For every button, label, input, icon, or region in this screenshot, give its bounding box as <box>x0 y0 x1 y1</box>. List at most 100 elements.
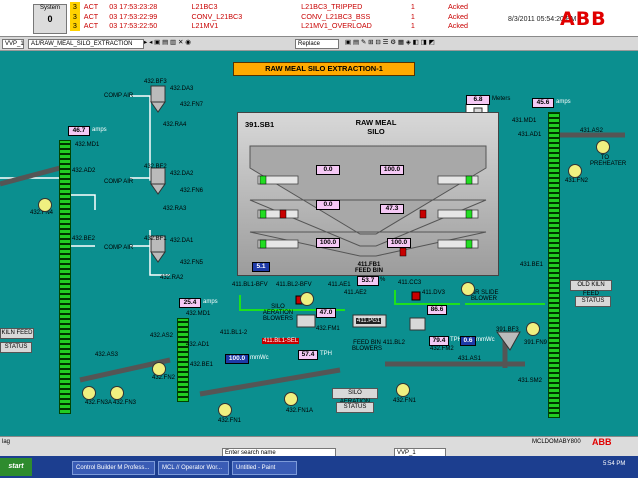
fan-icon[interactable] <box>526 322 540 336</box>
label-411-dv3: 411.DV3 <box>422 290 445 296</box>
fan-icon[interactable] <box>596 140 610 154</box>
value-432-md1b-amps: 25.4 <box>179 298 201 308</box>
feed-bin-blowers-label: FEED BIN BLOWERS <box>351 340 382 352</box>
bucket-elevator-432-be1[interactable] <box>177 318 189 402</box>
label-432-fn1a: 432.FN1A <box>286 408 314 414</box>
alarm-state: Acked <box>448 21 468 30</box>
alarm-severity: 3 <box>70 21 80 31</box>
alarm-type: ACT <box>83 21 99 30</box>
value-airslide-pressure: 0.6 <box>460 336 476 346</box>
label-411-bl1-2: 411.BL1-2 <box>220 330 248 336</box>
fan-icon[interactable] <box>396 383 410 397</box>
taskbar-clock: 5:54 PM <box>603 461 626 467</box>
silo-aeration-status-button[interactable]: STATUS <box>336 402 374 413</box>
system-indicator[interactable]: System 0 <box>33 4 67 34</box>
value-ad1-pct: 5.1 <box>252 262 270 272</box>
replace-select[interactable]: Replace <box>295 39 339 49</box>
silo-level-unit: Meters <box>492 96 511 102</box>
fan-icon[interactable] <box>110 386 124 400</box>
tph-unit: TPH <box>320 351 332 357</box>
label-431-fn2: 431.FN2 <box>565 178 589 184</box>
silo-level-value: 6.8 <box>466 95 490 105</box>
label-432-da3: 432.DA3 <box>170 86 194 92</box>
bucket-elevator-432-be2[interactable] <box>59 140 71 414</box>
silo-name: RAW MEAL SILO <box>355 118 397 136</box>
alarm-count: 1 <box>410 2 415 11</box>
fan-icon[interactable] <box>568 164 582 178</box>
start-button[interactable]: start <box>0 458 32 476</box>
feed-bin-unit: % <box>380 277 386 283</box>
alarm-severity: 3 <box>70 11 80 21</box>
silo-aeration-label: SILO AERATION <box>332 388 378 405</box>
label-411-bl1-sel[interactable]: 411.BL1-SEL <box>262 338 300 344</box>
label-432-bf1: 432.BF1 <box>144 236 167 242</box>
display-path-input[interactable]: A1/RAW_MEAL_SILO_EXTRACTION <box>28 39 144 49</box>
amps-unit: amps <box>203 299 218 305</box>
fan-icon[interactable] <box>38 198 52 212</box>
toolbar-buttons[interactable]: ▸ ◂ ▣ ▤ ▥ ✕ ◉ <box>144 39 191 46</box>
silo-tag: 391.SB1 <box>245 120 275 129</box>
label-432-fm2: 432.FM2 <box>430 346 454 352</box>
tph-unit: TPH <box>450 337 462 343</box>
toolbar-icons[interactable]: ▣ ▤ ✎ ⊞ ⊟ ☰ ⚙ ▦ ◈ ◧ ◨ ◩ <box>345 39 435 46</box>
fan-icon[interactable] <box>218 403 232 417</box>
label-432-as3: 432.AS3 <box>95 352 119 358</box>
alarm-time: 03 17:53:23:28 <box>109 2 158 11</box>
label-432-da2: 432.DA2 <box>170 171 194 177</box>
label-432-da1: 432.DA1 <box>170 238 194 244</box>
system-value: 0 <box>47 14 53 24</box>
alarm-count: 1 <box>410 11 415 21</box>
silo-aeration-blowers-label: SILO AERATION BLOWERS <box>262 304 294 322</box>
label-411-bl1-bfv: 411.BL1-BFV <box>232 282 268 288</box>
fan-icon[interactable] <box>300 292 314 306</box>
value-blower-pressure: 100.0 <box>225 354 249 364</box>
old-kiln-feed-status-button[interactable]: STATUS <box>575 296 611 307</box>
air-slide-blower-label: AIR SLIDE BLOWER <box>469 290 499 302</box>
value-fm1-right: 86.6 <box>427 305 447 315</box>
label-432-fn4: 432.FN4 <box>30 210 54 216</box>
status-left-label: lag <box>2 439 11 445</box>
kiln-feed-label: KILN FEED <box>0 328 34 339</box>
abb-logo-small: ABB <box>592 437 612 447</box>
label-432-fn7: 432.FN7 <box>180 102 204 108</box>
pressure-unit: mmWc <box>250 355 269 361</box>
label-411-cc3: 411.CC3 <box>398 280 422 286</box>
value-as3-pct: 100.0 <box>316 238 340 248</box>
value-fm1-left: 47.0 <box>316 308 336 318</box>
alarm-time: 03 17:53:22:50 <box>109 21 158 30</box>
task-operator-workplace[interactable]: MCL // Operator Wor... <box>158 461 229 475</box>
alarm-row[interactable]: 3 ACT 03 17:53:22:99 CONV_L21BC3 CONV_L2… <box>70 11 468 21</box>
amps-unit: amps <box>556 99 571 105</box>
alarm-object: L21BC3 <box>191 2 218 11</box>
old-kiln-feed-label: OLD KILN FEED <box>570 280 612 297</box>
value-dv5-pct: 100.0 <box>387 238 411 248</box>
alarm-count: 1 <box>410 21 415 30</box>
fan-icon[interactable] <box>82 386 96 400</box>
alarm-row[interactable]: 3 ACT 03 17:53:23:28 L21BC3 L21BC3_TRIPP… <box>70 2 468 12</box>
value-432-md1-amps: 46.7 <box>68 126 90 136</box>
label-431-ad1: 431.AD1 <box>518 132 542 138</box>
label-391-fn9: 391.FN9 <box>524 340 548 346</box>
workplace-select[interactable]: VVP_1 <box>2 39 24 49</box>
alarm-row[interactable]: 3 ACT 03 17:53:22:50 L21MV1 L21MV1_OVERL… <box>70 21 468 31</box>
kiln-feed-status-button[interactable]: STATUS <box>0 342 32 353</box>
status-bar: lag Enter search name VVP_1 MCLDOMABY800… <box>0 436 638 458</box>
label-391-bf3: 391.BF3 <box>496 327 519 333</box>
task-paint[interactable]: Untitled - Paint <box>232 461 297 475</box>
label-432-ra3: 432.RA3 <box>163 206 187 212</box>
label-432-ra4: 432.RA4 <box>163 122 187 128</box>
label-411-pg1[interactable]: 411.PG1 <box>356 318 382 324</box>
label-431-be1: 431.BE1 <box>520 262 544 268</box>
bucket-elevator-431-be1[interactable] <box>548 112 560 418</box>
alarm-desc: CONV_L21BC3_BSS <box>301 11 371 21</box>
label-411-bl2-bfv: 411.BL2-BFV <box>276 282 312 288</box>
alarm-state: Acked <box>448 11 468 21</box>
silo-cone <box>249 145 487 257</box>
fan-icon[interactable] <box>284 392 298 406</box>
label-432-as2: 432.AS2 <box>150 333 174 339</box>
value-feed-bin: 53.7 <box>357 276 379 286</box>
alarm-type: ACT <box>83 2 99 11</box>
fan-icon[interactable] <box>152 362 166 376</box>
task-control-builder[interactable]: Control Builder M Profess... <box>72 461 155 475</box>
fan-icon[interactable] <box>461 282 475 296</box>
